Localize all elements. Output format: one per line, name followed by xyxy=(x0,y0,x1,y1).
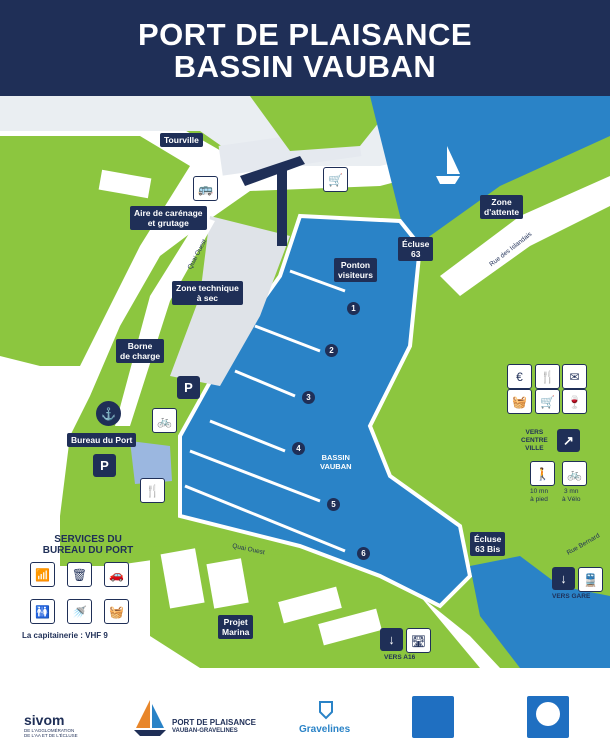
pontoon-1-marker: 1 xyxy=(347,302,360,315)
mail-icon: ✉ xyxy=(562,364,587,389)
services-title: SERVICES DU BUREAU DU PORT xyxy=(42,534,134,556)
blue-flag-logo-circle xyxy=(536,702,560,726)
harbour-map[interactable]: Tourville Zone d'attente Aire de carénag… xyxy=(0,96,610,668)
page-title-line2: BASSIN VAUBAN xyxy=(173,49,437,84)
label-tourville: Tourville xyxy=(160,133,203,147)
train-icon: 🚆 xyxy=(578,567,603,592)
sivom-logo: sivom xyxy=(24,712,65,728)
trash-icon: 🗑 xyxy=(67,562,92,587)
fork-knife-icon: 🍴 xyxy=(140,478,165,503)
pontoon-4-marker: 4 xyxy=(292,442,305,455)
arrow-down-icon-a16: ↓ xyxy=(380,628,403,651)
pontoon-6-marker: 6 xyxy=(357,547,370,560)
label-ponton-visiteurs: Ponton visiteurs xyxy=(334,258,377,282)
port-logo-line1: PORT DE PLAISANCE xyxy=(172,718,257,727)
label-vers-a16: VERS A16 xyxy=(384,654,416,661)
label-zone-attente: Zone d'attente xyxy=(480,195,524,219)
bicycle-route-icon: 🚲 xyxy=(562,461,587,486)
parking-icon-bureau: P xyxy=(93,454,116,477)
pavillon-bleu-badge-logo xyxy=(412,696,454,738)
arrow-up-right-icon: ↗ xyxy=(557,429,580,452)
shower-icon: 🚿 xyxy=(67,599,92,624)
shopping-cart-icon: 🛒 xyxy=(323,167,348,192)
toilets-icon: 🚻 xyxy=(30,599,55,624)
label-projet-marina: Projet Marina xyxy=(218,615,254,639)
anchor-icon: ⚓ xyxy=(96,401,121,426)
euro-icon: € xyxy=(507,364,532,389)
page-title-line1: PORT DE PLAISANCE xyxy=(137,17,473,52)
wine-icon: 🍷 xyxy=(562,389,587,414)
pontoon-3-marker: 3 xyxy=(302,391,315,404)
label-vers-centre-ville: VERS CENTRE VILLE xyxy=(521,429,548,452)
pontoon-2-marker: 2 xyxy=(325,344,338,357)
basket-icon: 🧺 xyxy=(507,389,532,414)
bicycle-icon: 🚲 xyxy=(152,408,177,433)
label-bassin-vauban: BASSIN VAUBAN xyxy=(320,453,352,471)
label-borne-charge: Borne de charge xyxy=(116,339,165,363)
map-drawing xyxy=(0,96,610,668)
cart-icon: 🛒 xyxy=(535,389,560,414)
pontoon-5-marker: 5 xyxy=(327,498,340,511)
arrow-down-icon-gare: ↓ xyxy=(552,567,575,590)
label-vers-gare: VERS GARE xyxy=(552,593,591,600)
sailboat-logo-icon xyxy=(134,700,166,736)
sivom-subtitle: DE L'AGGLOMÉRATION DE L'AA ET DE L'ÉCLUS… xyxy=(24,728,78,738)
label-ecluse-63bis: Écluse 63 Bis xyxy=(470,532,506,556)
label-ecluse-63: Écluse 63 xyxy=(398,237,434,261)
label-walk-time: 10 mn à pied xyxy=(530,488,549,503)
label-bike-time: 3 mn à Vélo xyxy=(562,488,581,503)
gravelines-logo: Gravelines xyxy=(299,724,351,735)
port-logo-line2: VAUBAN-GRAVELINES xyxy=(172,728,238,734)
label-bureau-port: Bureau du Port xyxy=(67,433,137,447)
bus-icon: 🚌 xyxy=(193,176,218,201)
wifi-icon: 📶 xyxy=(30,562,55,587)
parking-icon: P xyxy=(177,376,200,399)
restaurant-icon: 🍴 xyxy=(535,364,560,389)
vehicle-icon: 🚗 xyxy=(104,562,129,587)
laundry-icon: 🧺 xyxy=(104,599,129,624)
walking-icon: 🚶 xyxy=(530,461,555,486)
footer-logos: sivom DE L'AGGLOMÉRATION DE L'AA ET DE L… xyxy=(0,668,610,744)
highway-icon: 🛣 xyxy=(406,628,431,653)
capitainerie-vhf: La capitainerie : VHF 9 xyxy=(22,631,108,640)
header-banner: PORT DE PLAISANCE BASSIN VAUBAN xyxy=(0,0,610,96)
gravelines-crest-icon xyxy=(319,701,333,720)
label-aire-carenage: Aire de carénage et grutage xyxy=(130,206,207,230)
label-zone-technique: Zone technique à sec xyxy=(172,281,243,305)
